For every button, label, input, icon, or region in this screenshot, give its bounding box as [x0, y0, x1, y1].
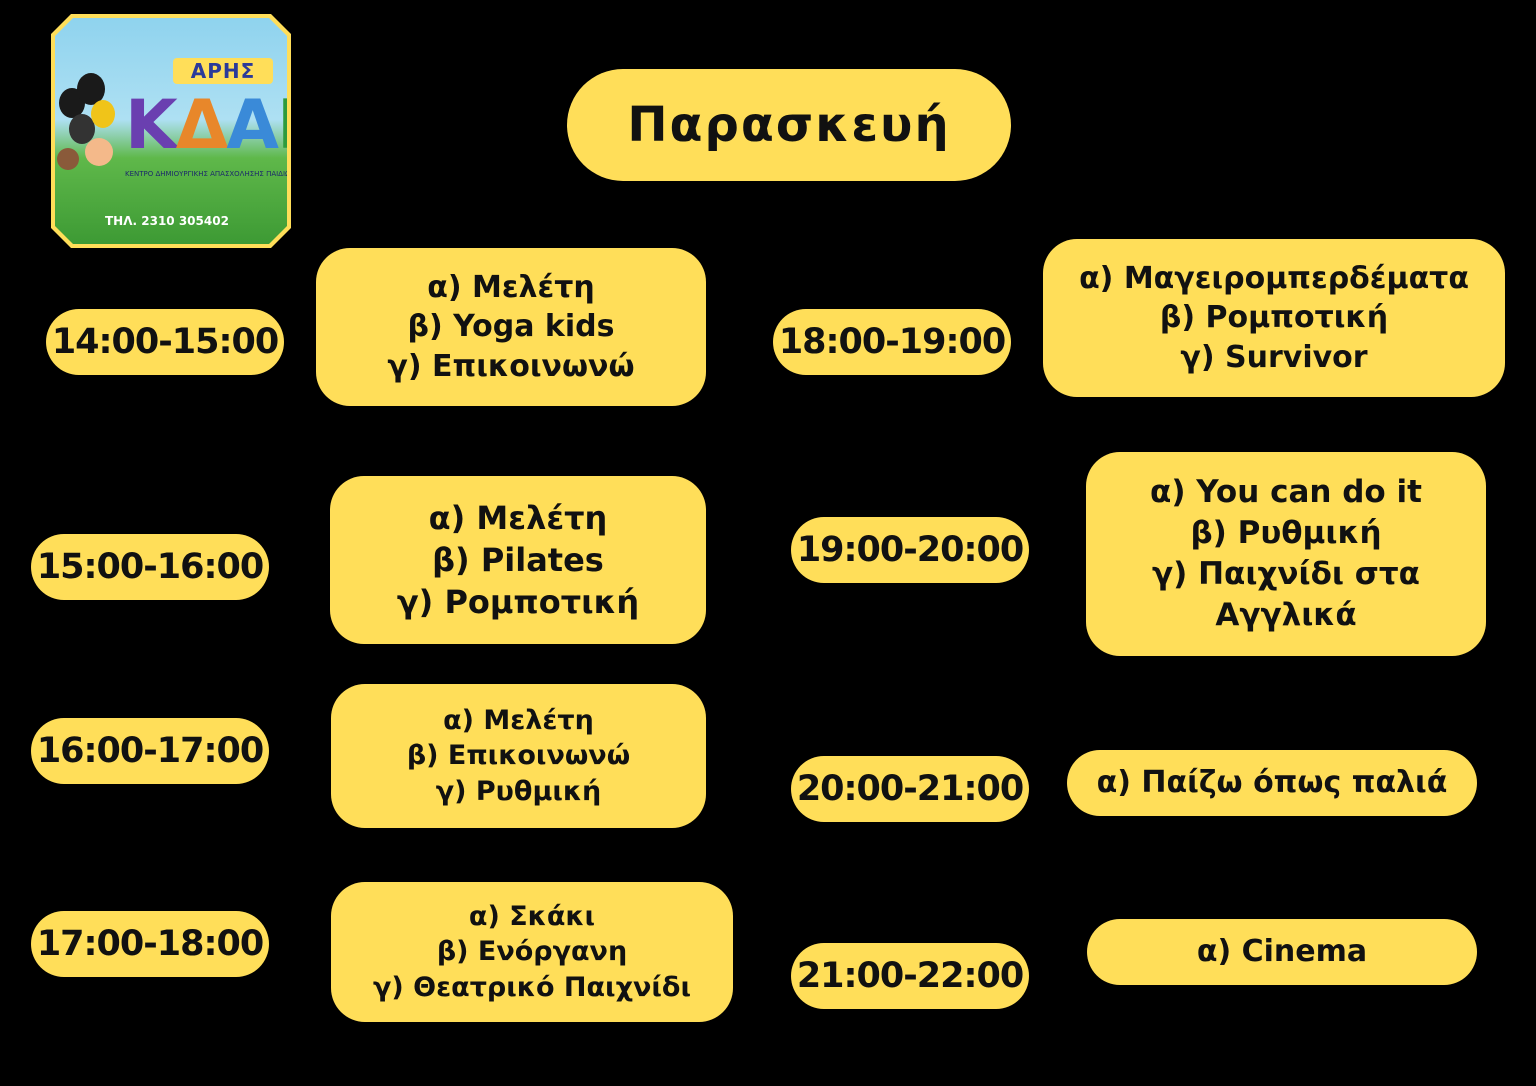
- activities-18-19: α) Μαγειρομπερδέματα β) Ρομποτική γ) Sur…: [1043, 239, 1505, 397]
- logo-name: ΚΔΑΠ: [125, 86, 287, 165]
- child-figure-icon: [57, 148, 79, 170]
- logo-banner: ΑΡΗΣ: [173, 58, 273, 84]
- child-figure-icon: [85, 138, 113, 166]
- activity-item: β) Pilates: [432, 540, 604, 579]
- activity-item: α) You can do it: [1150, 474, 1422, 511]
- balloon-icon: [91, 100, 115, 128]
- activities-21-22: α) Cinema: [1087, 919, 1477, 985]
- time-slot-15-16: 15:00-16:00: [31, 534, 269, 600]
- activity-item: β) Ρομποτική: [1159, 300, 1389, 336]
- time-slot-21-22: 21:00-22:00: [791, 943, 1029, 1009]
- activity-item: β) Ενόργανη: [436, 936, 628, 968]
- balloon-icon: [77, 73, 105, 105]
- logo-subtitle: ΚΕΝΤΡΟ ΔΗΜΙΟΥΡΓΙΚΗΣ ΑΠΑΣΧΟΛΗΣΗΣ ΠΑΙΔΙΩΝ: [125, 170, 287, 178]
- time-slot-19-20: 19:00-20:00: [791, 517, 1029, 583]
- logo-image: ΑΡΗΣ ΚΔΑΠ ΚΕΝΤΡΟ ΔΗΜΙΟΥΡΓΙΚΗΣ ΑΠΑΣΧΟΛΗΣΗ…: [55, 18, 287, 244]
- activity-item: α) Παίζω όπως παλιά: [1096, 765, 1448, 801]
- activities-19-20: α) You can do it β) Ρυθμική γ) Παιχνίδι …: [1086, 452, 1486, 656]
- logo-phone: ΤΗΛ. 2310 305402: [105, 214, 229, 228]
- activities-15-16: α) Μελέτη β) Pilates γ) Ρομποτική: [330, 476, 706, 644]
- activity-item: γ) Θεατρικό Παιχνίδι: [373, 971, 691, 1003]
- activity-item: γ) Επικοινωνώ: [387, 348, 635, 384]
- activities-16-17: α) Μελέτη β) Επικοινωνώ γ) Ρυθμική: [331, 684, 706, 828]
- activity-item: γ) Survivor: [1180, 339, 1368, 375]
- activity-item: γ) Ρομποτική: [396, 583, 640, 622]
- activity-item: α) Μελέτη: [443, 704, 594, 736]
- activity-item: γ) Παιχνίδι στα: [1152, 556, 1420, 592]
- activity-item: α) Μαγειρομπερδέματα: [1079, 260, 1469, 296]
- time-slot-17-18: 17:00-18:00: [31, 911, 269, 977]
- activities-20-21: α) Παίζω όπως παλιά: [1067, 750, 1477, 816]
- activities-17-18: α) Σκάκι β) Ενόργανη γ) Θεατρικό Παιχνίδ…: [331, 882, 733, 1022]
- activity-item: α) Μελέτη: [428, 498, 608, 537]
- day-title: Παρασκευή: [567, 69, 1011, 181]
- activity-item: γ) Ρυθμική: [435, 775, 602, 807]
- activity-item: β) Yoga kids: [407, 309, 615, 345]
- time-slot-14-15: 14:00-15:00: [46, 309, 284, 375]
- time-slot-20-21: 20:00-21:00: [791, 756, 1029, 822]
- time-slot-18-19: 18:00-19:00: [773, 309, 1011, 375]
- kdap-logo: ΑΡΗΣ ΚΔΑΠ ΚΕΝΤΡΟ ΔΗΜΙΟΥΡΓΙΚΗΣ ΑΠΑΣΧΟΛΗΣΗ…: [51, 14, 291, 248]
- activity-item: α) Μελέτη: [427, 269, 595, 305]
- activity-item: β) Επικοινωνώ: [406, 740, 631, 772]
- activities-14-15: α) Μελέτη β) Yoga kids γ) Επικοινωνώ: [316, 248, 706, 406]
- activity-item: α) Cinema: [1196, 934, 1368, 970]
- activity-item: Αγγλικά: [1215, 596, 1357, 633]
- activity-item: α) Σκάκι: [468, 900, 596, 932]
- time-slot-16-17: 16:00-17:00: [31, 718, 269, 784]
- balloon-icon: [69, 114, 95, 144]
- activity-item: β) Ρυθμική: [1190, 515, 1382, 552]
